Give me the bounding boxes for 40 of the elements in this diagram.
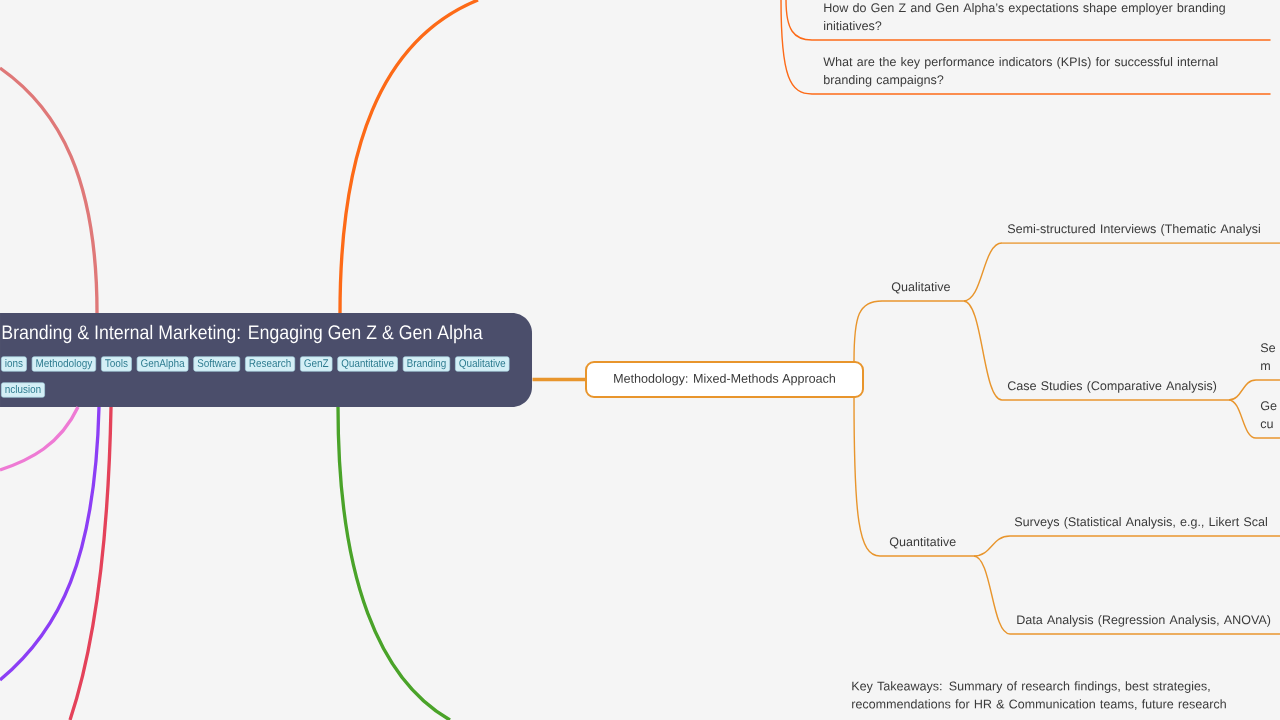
branch-box: Methodology: Mixed-Methods Approach xyxy=(585,361,864,398)
tag: Quantitative xyxy=(337,356,398,372)
underlined-topic: Semi-structured Interviews (Thematic Analysi xyxy=(1001,224,1280,244)
tag: Qualitative xyxy=(455,356,510,372)
branch-line xyxy=(962,242,1003,302)
branch-line xyxy=(1227,379,1257,401)
tag: Methodology xyxy=(31,356,97,372)
underlined-topic: How do Gen Z and Gen Alpha’s expectations shape employer branding initiatives? xyxy=(811,3,1272,41)
underlined-topic: Data Analysis (Regression Analysis, ANOVA) xyxy=(1009,615,1280,635)
tag: Tools xyxy=(101,356,132,372)
tag: GenZ xyxy=(300,356,333,372)
branch-line xyxy=(853,300,883,362)
branch-line xyxy=(972,535,1011,557)
branch-line xyxy=(68,406,113,720)
underlined-topic: Qualitative xyxy=(881,282,965,302)
underlined-topic: Case Studies (Comparative Analysis) xyxy=(1001,381,1230,401)
branch-line xyxy=(785,0,813,41)
branch-line xyxy=(853,397,881,557)
tag: Software xyxy=(193,356,241,372)
underlined-topic: Quantitative xyxy=(879,537,975,557)
underlined-topic: What are the key performance indicators (KPIs) for successful internal branding campaigns? xyxy=(811,57,1272,95)
branch-line xyxy=(336,406,451,720)
underlined-topic: Se m xyxy=(1255,343,1280,381)
underlined-topic: Surveys (Statistical Analysis, e.g., Likert Scal xyxy=(1009,517,1280,537)
branch-line xyxy=(0,66,99,314)
tag: ions xyxy=(1,356,27,372)
tag: Branding xyxy=(402,356,451,372)
tag: GenAlpha xyxy=(136,356,189,372)
underlined-topic: Ge cu xyxy=(1255,401,1280,439)
branch-line xyxy=(0,406,80,472)
branch-line xyxy=(962,300,1003,401)
tag: nclusion xyxy=(1,382,45,398)
branch-line xyxy=(780,0,813,95)
branch-line xyxy=(1227,399,1257,439)
branch-line xyxy=(972,555,1011,635)
branch-line xyxy=(0,406,101,682)
branch-line xyxy=(532,377,585,382)
note-text: Key Takeaways: Summary of research findings, best strategies, recommendations for HR & Communication teams, future research xyxy=(852,681,1226,710)
branch-line xyxy=(338,0,479,314)
tag: Research xyxy=(245,356,296,372)
